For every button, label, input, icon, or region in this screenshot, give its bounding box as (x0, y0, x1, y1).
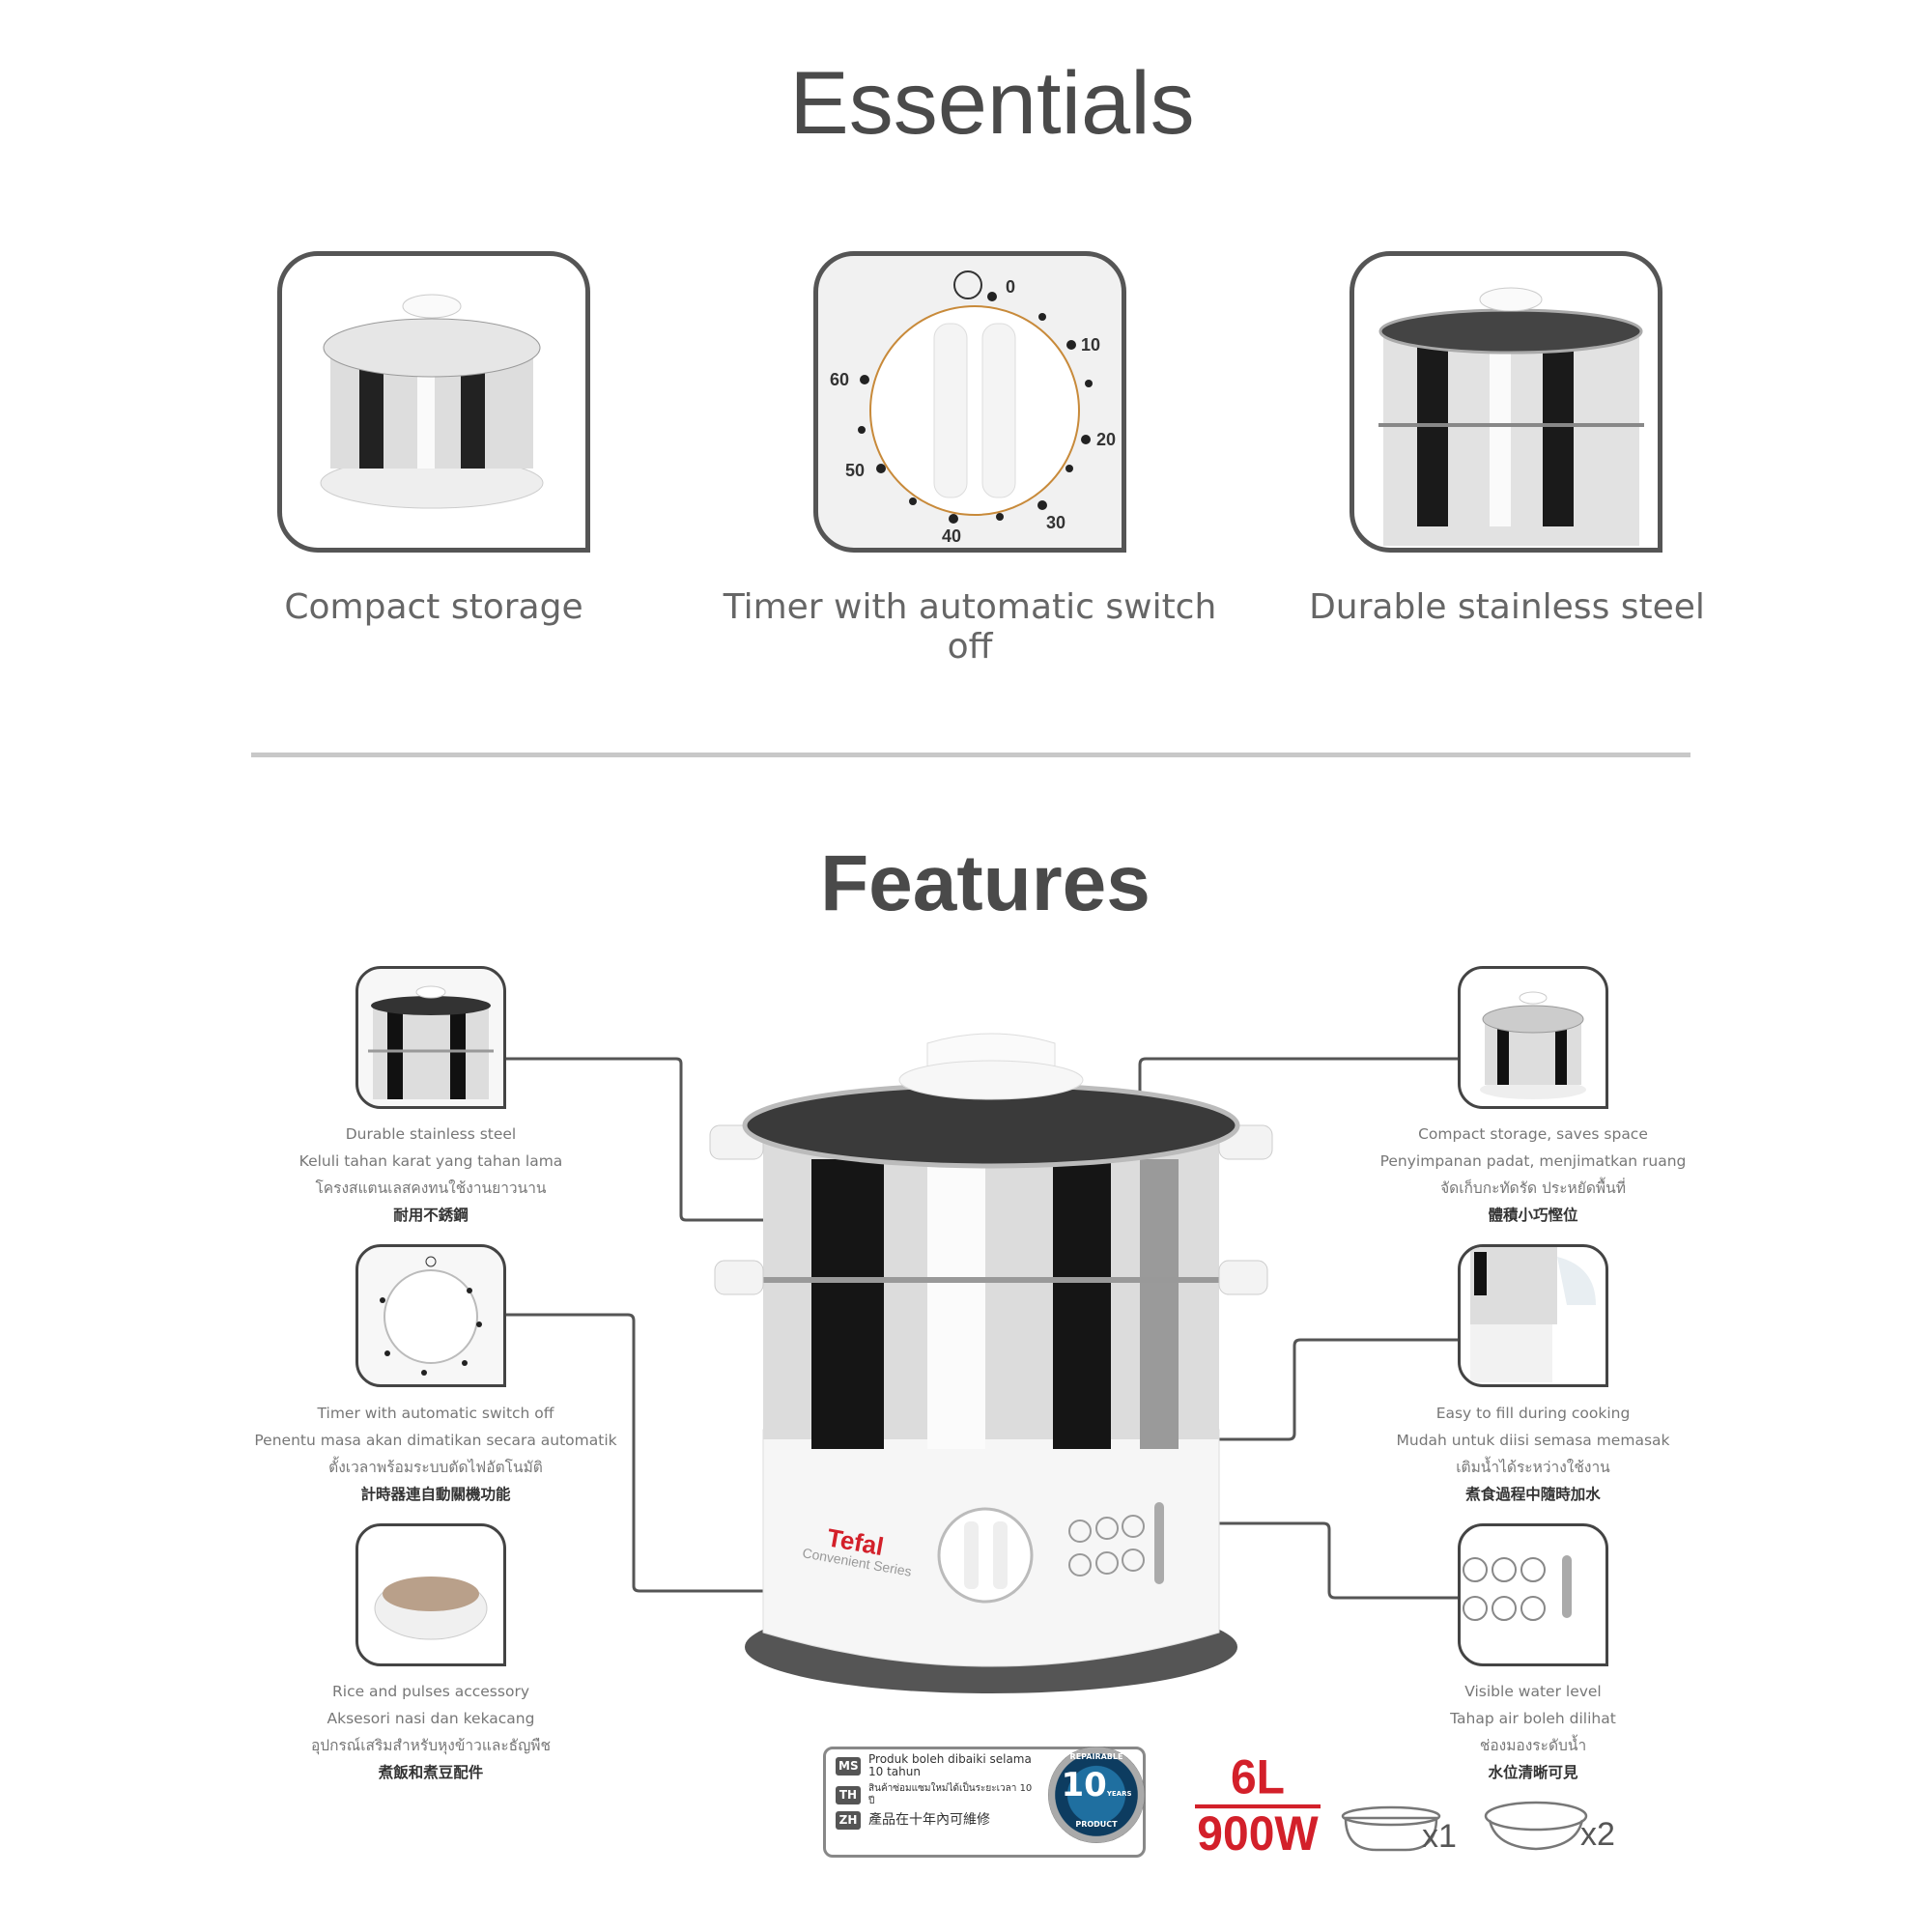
timer-dial-image: 0 10 20 30 40 50 60 (813, 251, 1126, 553)
steamer-illustration: Tefal Convenient Series (709, 1033, 1273, 1693)
feature-image-water-level (1458, 1523, 1608, 1666)
dial-label: 30 (1046, 513, 1065, 532)
feature-image-rice (355, 1523, 506, 1666)
bowl-small-quantity: x1 (1422, 1818, 1457, 1855)
feature-image-stainless (355, 966, 506, 1109)
feature-image-timer (355, 1244, 506, 1387)
dial-label: 20 (1096, 430, 1116, 449)
feature-image-fill (1458, 1244, 1608, 1387)
section-divider (251, 753, 1690, 757)
connector-lines (505, 1057, 1458, 1600)
feature-image-compact (1458, 966, 1608, 1109)
compact-storage-image (277, 251, 590, 553)
dial-label: 10 (1081, 335, 1100, 355)
essential-caption: Compact storage (284, 587, 583, 627)
dial-label: 0 (1006, 277, 1015, 297)
stainless-steel-image (1350, 251, 1662, 553)
repairable-seal: REPAIRABLE 10YEARS PRODUCT (1048, 1747, 1145, 1843)
essentials-title: Essentials (789, 54, 1195, 153)
essential-caption: Durable stainless steel (1309, 587, 1705, 627)
dial-label: 60 (830, 370, 849, 389)
dial-label: 40 (942, 526, 961, 546)
bowl-large-quantity: x2 (1580, 1816, 1615, 1853)
features-title: Features (820, 839, 1151, 927)
essential-caption: Timer with automatic switch off (723, 587, 1217, 667)
dial-label: 50 (845, 461, 865, 480)
